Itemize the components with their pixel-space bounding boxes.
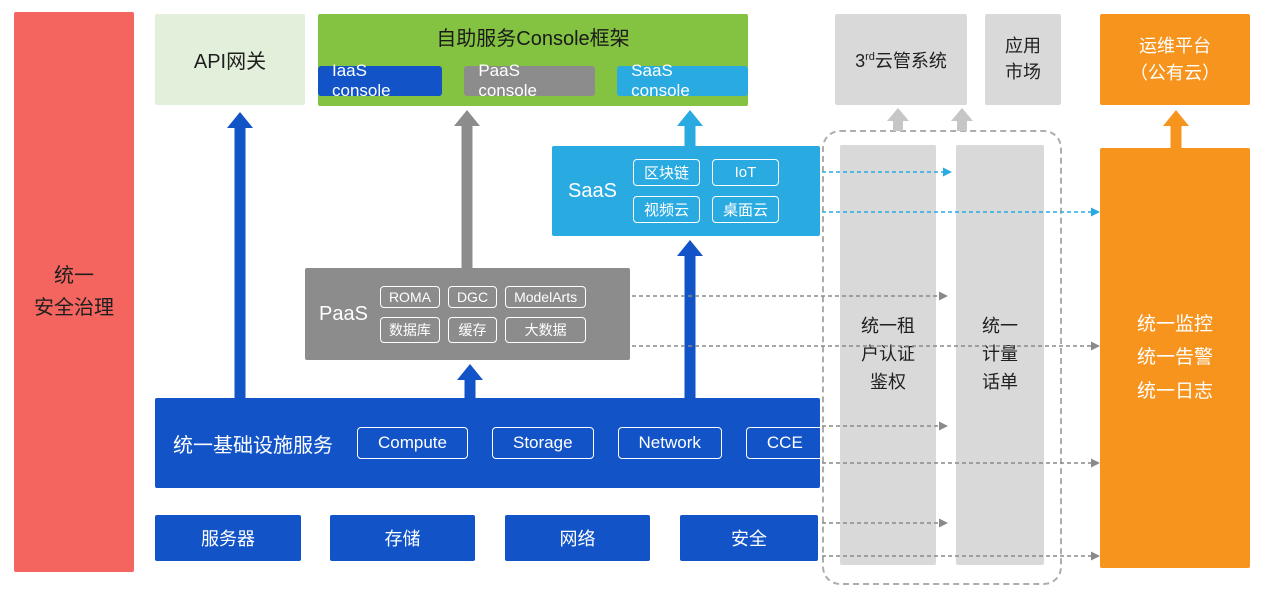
security-governance-bar: 统一 安全治理 xyxy=(14,12,134,572)
paas-chip-database: 数据库 xyxy=(379,316,440,343)
third-party-cloud-box: 3rd云管系统 xyxy=(835,14,967,105)
ops-platform-box: 运维平台 （公有云） xyxy=(1100,14,1250,105)
third-party-cloud-label: 3rd云管系统 xyxy=(855,50,947,71)
app-market-box: 应用 市场 xyxy=(985,14,1061,105)
paas-chip-roma: ROMA xyxy=(379,285,440,308)
paas-chip-grid: ROMA DGC ModelArts 数据库 缓存 大数据 xyxy=(379,285,587,343)
arrow-metering-to-third-party xyxy=(951,108,973,131)
infrastructure-box: 统一基础设施服务 Compute Storage Network CCE xyxy=(155,398,824,488)
saas-box: SaaS 区块链 IoT 视频云 桌面云 xyxy=(552,146,820,236)
saas-label: SaaS xyxy=(568,179,617,202)
arrow-monitor-to-ops xyxy=(1163,110,1189,150)
paas-chip-dgc: DGC xyxy=(447,285,498,308)
monitoring-box: 统一监控 统一告警 统一日志 xyxy=(1100,148,1250,568)
paas-box: PaaS ROMA DGC ModelArts 数据库 缓存 大数据 xyxy=(305,268,630,360)
paas-label: PaaS xyxy=(319,302,368,325)
hardware-network-box: 网络 xyxy=(505,515,650,561)
arrow-infra-to-saas xyxy=(677,240,703,400)
infra-chip-storage: Storage xyxy=(491,427,594,459)
saas-chip-grid: 区块链 IoT 视频云 桌面云 xyxy=(632,159,779,223)
link-saas-to-monitoring-head xyxy=(1091,207,1100,217)
saas-chip-video-cloud: 视频云 xyxy=(632,196,700,223)
infra-chip-compute: Compute xyxy=(357,427,468,459)
infrastructure-chip-row: Compute Storage Network CCE xyxy=(357,427,824,459)
console-frame-box: 自助服务Console框架 IaaS console PaaS console … xyxy=(318,14,748,106)
infrastructure-label: 统一基础设施服务 xyxy=(173,434,333,457)
link-paas-to-monitoring-head xyxy=(1091,341,1100,351)
iaas-console-button: IaaS console xyxy=(318,61,443,100)
saas-console-button: SaaS console xyxy=(617,61,748,100)
console-frame-title: 自助服务Console框架 xyxy=(436,28,630,50)
link-security-to-monitoring-head xyxy=(1091,551,1100,561)
link-infra-to-monitoring-head xyxy=(1091,458,1100,468)
hardware-server-box: 服务器 xyxy=(155,515,301,561)
hardware-storage-box: 存储 xyxy=(330,515,475,561)
arrow-auth-to-third-party xyxy=(887,108,909,131)
arrow-paas-to-console xyxy=(454,110,480,270)
paas-chip-cache: 缓存 xyxy=(447,316,498,343)
api-gateway-box: API网关 xyxy=(155,14,305,105)
paas-chip-bigdata: 大数据 xyxy=(505,316,587,343)
hardware-security-box: 安全 xyxy=(680,515,818,561)
saas-chip-blockchain: 区块链 xyxy=(632,159,700,186)
metering-bar: 统一 计量 话单 xyxy=(956,145,1044,565)
paas-console-button: PaaS console xyxy=(464,61,596,100)
paas-chip-modelarts: ModelArts xyxy=(505,285,587,308)
arrow-infra-to-paas xyxy=(457,364,483,400)
saas-chip-iot: IoT xyxy=(711,159,779,186)
console-buttons-row: IaaS console PaaS console SaaS console xyxy=(318,61,748,100)
infra-chip-network: Network xyxy=(617,427,722,459)
arrow-infra-to-api xyxy=(227,112,253,400)
arrow-saas-to-console xyxy=(677,110,703,148)
infra-chip-cce: CCE xyxy=(745,427,824,459)
tenant-auth-bar: 统一租 户认证 鉴权 xyxy=(840,145,936,565)
shared-services-dashed-container xyxy=(822,130,1062,585)
saas-chip-desktop-cloud: 桌面云 xyxy=(711,196,779,223)
